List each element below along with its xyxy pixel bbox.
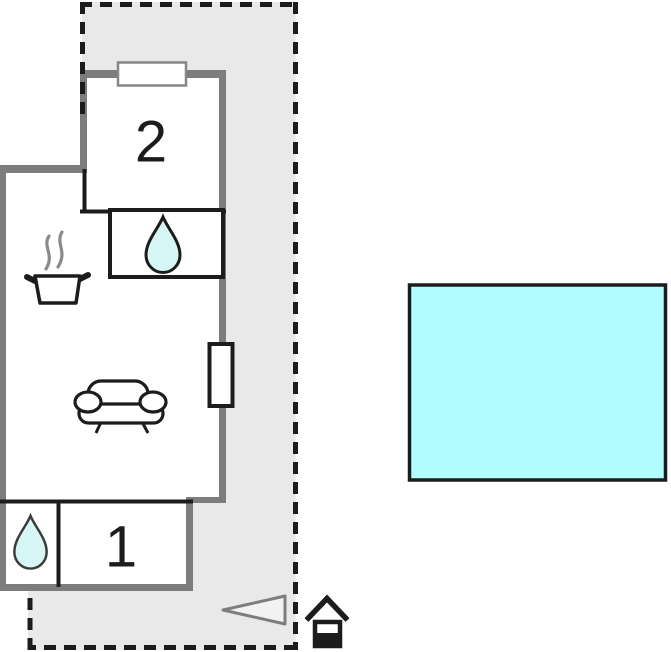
building-floor xyxy=(0,70,226,591)
steam-icon xyxy=(44,234,51,271)
window-right-icon xyxy=(207,342,235,408)
pot-body xyxy=(33,274,82,305)
swimming-pool xyxy=(407,283,668,482)
room-1-label: 1 xyxy=(105,515,137,580)
water-drop-icon xyxy=(144,213,182,274)
sofa-icon xyxy=(73,379,168,434)
water-drop-icon xyxy=(13,512,48,570)
stove-pot-icon xyxy=(24,230,91,305)
plot-area xyxy=(28,2,296,650)
wall-right xyxy=(219,70,226,503)
sofa-armrest-right xyxy=(138,390,168,414)
house-roof xyxy=(304,594,350,622)
room-2-label: 2 xyxy=(135,110,167,175)
house-icon xyxy=(304,594,350,649)
wall-room2-left xyxy=(80,70,87,167)
wall-left xyxy=(0,165,6,591)
direction-arrow-icon xyxy=(221,594,287,626)
sofa-armrest-left xyxy=(73,390,103,414)
wall-bottom xyxy=(0,584,193,591)
plot-boundary-dashed xyxy=(27,2,298,650)
wall-main-top xyxy=(0,165,87,173)
house-base xyxy=(313,633,342,648)
wall-step xyxy=(186,497,226,503)
wall-room1-right xyxy=(186,497,193,591)
steam-icon xyxy=(56,230,64,269)
window-top-icon xyxy=(116,61,188,87)
